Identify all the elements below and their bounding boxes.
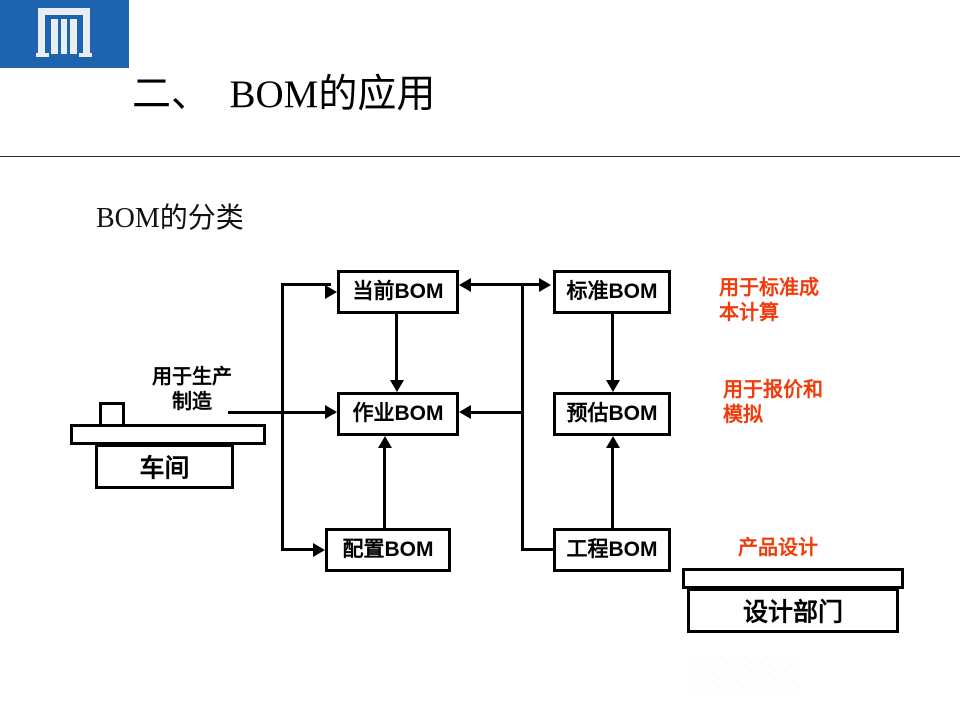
title-divider <box>0 156 960 157</box>
node-standard-bom-label: 标准BOM <box>566 280 658 303</box>
connector-engineering-to-trunk <box>521 548 557 551</box>
brand-logo-block <box>0 0 129 68</box>
design-department-roof-bar <box>682 568 904 589</box>
arrowhead-middle-into-operation-bom <box>459 405 471 419</box>
arrowhead-current-to-operation <box>390 380 404 392</box>
arrowhead-into-current-bom-right <box>459 278 471 292</box>
connector-middle-to-operation <box>467 411 523 414</box>
gate-logo-icon <box>36 8 92 57</box>
page-title: 二、 BOM的应用 <box>132 73 436 116</box>
node-engineering-bom-label: 工程BOM <box>566 538 658 561</box>
connector-middle-top-row <box>467 283 547 286</box>
connector-standard-estimate <box>611 306 614 386</box>
connector-left-trunk <box>281 283 284 551</box>
arrowhead-engineering-to-estimate <box>606 436 620 448</box>
connector-config-to-operation <box>383 444 386 532</box>
node-operation-bom-label: 作业BOM <box>352 402 444 425</box>
source-caption: 用于生产 制造 <box>152 366 232 413</box>
design-department-box[interactable]: 设计部门 <box>687 588 899 633</box>
workshop-label: 车间 <box>139 453 190 482</box>
arrowhead-config-to-operation <box>378 436 392 448</box>
arrowhead-into-estimate-bom-down <box>606 380 620 392</box>
workshop-roof-bar <box>70 424 266 445</box>
watermark <box>690 655 800 695</box>
connector-middle-trunk <box>521 283 524 550</box>
node-standard-bom[interactable]: 标准BOM <box>553 270 671 314</box>
workshop-box[interactable]: 车间 <box>95 444 234 489</box>
node-estimate-bom[interactable]: 预估BOM <box>553 392 671 436</box>
node-estimate-bom-label: 预估BOM <box>566 402 658 425</box>
node-current-bom[interactable]: 当前BOM <box>337 270 459 314</box>
arrowhead-into-current-bom <box>325 285 337 299</box>
note-product-design: 产品设计 <box>738 537 818 559</box>
arrowhead-into-standard-bom <box>539 278 551 292</box>
arrowhead-into-operation-bom <box>325 405 337 419</box>
node-operation-bom[interactable]: 作业BOM <box>337 392 459 436</box>
connector-current-to-operation <box>395 313 398 383</box>
connector-engineering-to-estimate <box>611 444 614 532</box>
node-engineering-bom[interactable]: 工程BOM <box>553 528 671 572</box>
note-quotation: 用于报价和 模拟 <box>723 379 823 426</box>
connector-trunk-to-config <box>281 548 321 551</box>
section-subtitle: BOM的分类 <box>96 203 244 234</box>
design-department-label: 设计部门 <box>742 597 843 626</box>
note-standard-cost: 用于标准成 本计算 <box>719 277 819 324</box>
node-config-bom[interactable]: 配置BOM <box>325 528 451 572</box>
node-config-bom-label: 配置BOM <box>342 538 434 561</box>
arrowhead-into-config-bom <box>313 543 325 557</box>
connector-trunk-to-current <box>281 283 331 286</box>
node-current-bom-label: 当前BOM <box>352 280 444 303</box>
